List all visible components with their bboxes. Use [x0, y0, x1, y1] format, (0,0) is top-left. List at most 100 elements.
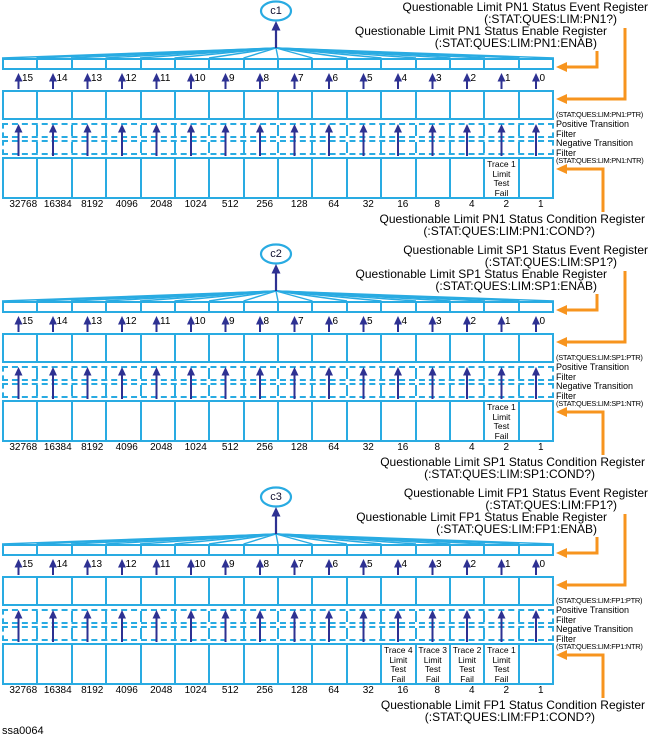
positive-filter-label-line1: Positive Transition	[556, 119, 630, 129]
condition-register-cell-bit6	[311, 159, 345, 197]
filter-arrow-head	[325, 367, 333, 376]
bit-arrow-head	[221, 559, 230, 568]
enable-register-cell-bit10	[173, 546, 208, 554]
filter-arrow-head	[532, 367, 540, 376]
ptr-command: (STAT:QUES:LIM:SP1:PTR)	[556, 353, 643, 362]
negative-transition-filter-cell-bit2	[448, 628, 483, 639]
positive-transition-filter-cell-bit14	[36, 125, 70, 136]
bit-arrow-head	[83, 559, 92, 568]
bit-arrow-head	[152, 73, 161, 82]
bit-number: 10	[194, 73, 206, 84]
positive-transition-filter-cell-bit1	[483, 125, 517, 136]
bit-number: 6	[332, 73, 339, 84]
negative-transition-filter-cell-bit14	[36, 385, 70, 396]
enable-register-cell-bit5	[345, 546, 380, 554]
bit-number: 0	[539, 73, 546, 84]
bit-number: 1	[505, 559, 511, 570]
event-register-cell-bit3	[414, 92, 449, 118]
condition-cell-line: Trace 4	[384, 645, 413, 655]
bit-value: 32768	[9, 442, 38, 453]
negative-filter-label-line2: Filter	[556, 390, 576, 401]
summary-arrow-head	[271, 507, 281, 517]
event-register-label: Questionable Limit PN1 Status Event Regi…	[402, 0, 648, 14]
bit-number: 12	[125, 316, 137, 327]
event-register-cell-bit9	[208, 578, 242, 604]
register-connectors-svg	[1, 486, 627, 698]
enable-register-cell-bit1	[483, 546, 517, 554]
condition-cell-line: Limit	[389, 654, 408, 665]
event-register-row	[2, 576, 554, 606]
negative-transition-filter-cell-bit6	[311, 385, 345, 396]
bit-number: 12	[125, 73, 137, 84]
negative-transition-filter-cell-bit4	[380, 385, 414, 396]
positive-transition-filter-cell-bit2	[448, 368, 483, 379]
negative-transition-filter-cell-bit4	[380, 142, 414, 153]
bit-value: 16	[397, 442, 409, 453]
bit-number: 3	[436, 559, 442, 570]
bit-value: 256	[256, 199, 274, 210]
condition-cell-line: Test	[493, 178, 510, 188]
condition-register-cell-bit6	[311, 645, 345, 683]
filter-arrow-head	[221, 610, 230, 619]
negative-transition-filter-cell-bit3	[414, 628, 449, 639]
bit-number: 8	[263, 559, 270, 570]
condition-register-cell-bit9	[208, 645, 242, 683]
enable-register-row	[2, 544, 554, 556]
fan-line	[275, 290, 555, 302]
bit-arrow-head	[325, 73, 333, 82]
enable-register-cell-bit7	[277, 303, 311, 311]
bit-number: 5	[367, 559, 373, 570]
bit-value: 4	[468, 199, 475, 210]
condition-register-cell-bit4	[380, 402, 414, 440]
negative-transition-filter-cell-bit0	[517, 142, 552, 153]
enable-register-cell-bit11	[139, 546, 174, 554]
negative-transition-filter-cell-bit9	[208, 628, 242, 639]
negative-transition-filter-cell-bit5	[345, 142, 380, 153]
negative-transition-filter-cell-bit0	[517, 628, 552, 639]
condition-register-connector-arrowhead	[556, 164, 567, 174]
bit-number: 3	[436, 316, 442, 327]
negative-transition-filter-cell-bit11	[139, 385, 174, 396]
event-register-cell-bit11	[139, 578, 174, 604]
filter-arrow-head	[497, 124, 506, 133]
filter-arrow-head	[428, 610, 437, 619]
bit-number: 2	[470, 316, 477, 327]
bit-number: 15	[22, 316, 34, 327]
summary-arrow-head	[271, 21, 281, 31]
enable-register-cell-bit8	[242, 60, 277, 68]
condition-cell-line: Test	[493, 664, 510, 674]
fan-line	[243, 533, 277, 545]
positive-transition-filter-cell-bit4	[380, 125, 414, 136]
bit-value: 8192	[81, 442, 104, 453]
filter-arrow-head	[428, 124, 437, 133]
positive-transition-filter-cell-bit3	[414, 611, 449, 622]
bit-value: 1	[537, 199, 544, 210]
positive-filter-label-line1: Positive Transition	[556, 362, 630, 372]
condition-register-command: (:STAT:QUES:LIM:SP1:COND?)	[424, 467, 595, 481]
bit-number: 1	[505, 316, 511, 327]
bit-arrow-head	[256, 73, 264, 82]
negative-transition-filter-cell-bit3	[414, 142, 449, 153]
bit-value: 8	[434, 199, 441, 210]
bit-value: 256	[256, 685, 274, 696]
filter-arrow-head	[152, 610, 161, 619]
enable-register-connector-arrowhead	[556, 548, 567, 558]
bit-arrow-head	[497, 316, 506, 325]
enable-register-row	[2, 301, 554, 313]
filter-arrow-head	[152, 124, 161, 133]
positive-transition-filter-cell-bit11	[139, 125, 174, 136]
event-register-cell-bit4	[380, 335, 414, 361]
condition-register-cell-bit7	[277, 402, 311, 440]
event-register-cell-bit7	[277, 335, 311, 361]
summary-oval	[259, 243, 293, 265]
positive-transition-filter-cell-bit1	[483, 368, 517, 379]
negative-transition-filter-cell-bit6	[311, 142, 345, 153]
event-register-cell-bit9	[208, 92, 242, 118]
negative-transition-filter-cell-bit5	[345, 385, 380, 396]
negative-transition-filter-cell-bit7	[277, 142, 311, 153]
enable-register-label: Questionable Limit PN1 Status Enable Reg…	[354, 24, 607, 38]
bit-arrow-head	[49, 559, 57, 568]
